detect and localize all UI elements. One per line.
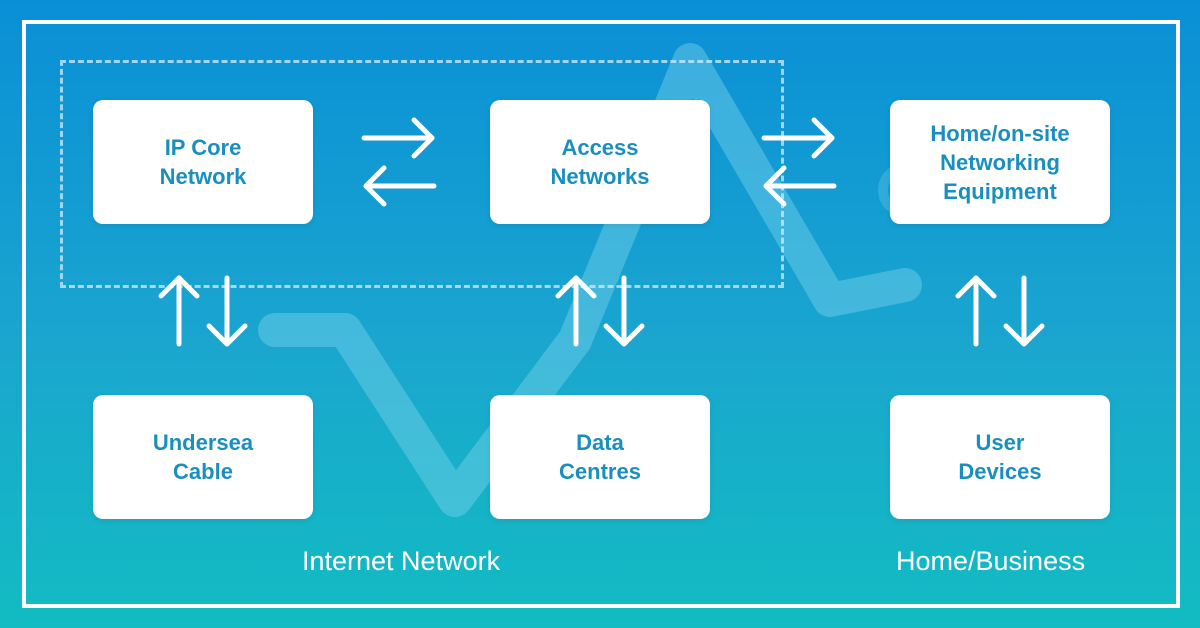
bidirectional-vertical-arrow-icon xyxy=(955,275,1045,347)
home-networking-equipment-box: Home/on-site Networking Equipment xyxy=(890,100,1110,224)
bidirectional-vertical-arrow-icon xyxy=(555,275,645,347)
internet-network-caption: Internet Network xyxy=(302,546,501,576)
bidirectional-vertical-arrow-icon xyxy=(158,275,248,347)
access-networks-box: Access Networks xyxy=(490,100,710,224)
bidirectional-horizontal-arrow-icon xyxy=(361,117,437,207)
user-devices-label: User Devices xyxy=(958,430,1042,484)
undersea-cable-box: Undersea Cable xyxy=(93,395,313,519)
data-centres-box: Data Centres xyxy=(490,395,710,519)
ip-core-network-box: IP Core Network xyxy=(93,100,313,224)
dashed-group-outline xyxy=(60,60,784,288)
user-devices-box: User Devices xyxy=(890,395,1110,519)
bidirectional-horizontal-arrow-icon xyxy=(761,117,837,207)
ip-core-network-label: IP Core Network xyxy=(159,135,247,189)
data-centres-label: Data Centres xyxy=(559,430,641,484)
outer-frame xyxy=(22,20,1180,608)
undersea-cable-label: Undersea Cable xyxy=(152,430,254,484)
home-networking-equipment-label: Home/on-site Networking Equipment xyxy=(930,120,1070,204)
home-business-caption: Home/Business xyxy=(896,546,1086,576)
access-networks-label: Access Networks xyxy=(550,135,650,189)
